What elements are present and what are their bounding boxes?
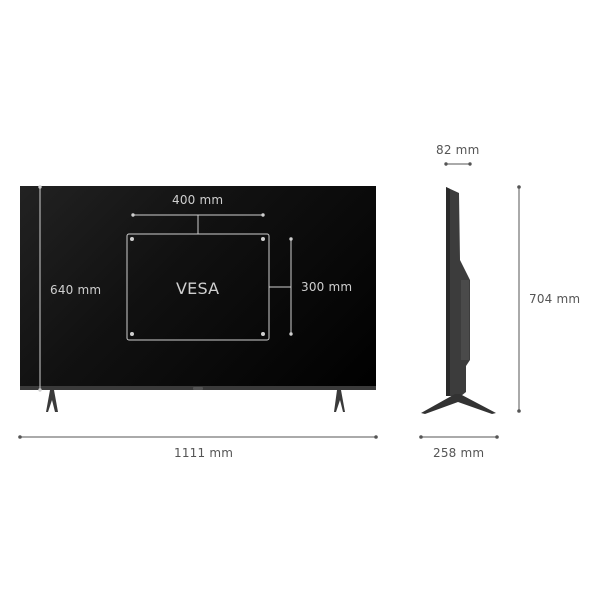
vesa-height-label: 300 mm [301,280,353,294]
front-height-dimension [38,185,42,392]
side-depth-label: 82 mm [436,143,480,157]
side-depth-dimension [444,162,472,166]
vesa-label: VESA [176,279,220,298]
stand-depth-label: 258 mm [433,446,485,460]
tv-side-view [421,187,496,414]
side-height-label: 704 mm [529,292,581,306]
front-legs [46,390,345,412]
stand-depth-dimension [419,435,499,439]
front-height-label: 640 mm [50,283,102,297]
side-height-dimension [517,185,521,413]
vesa-width-dimension [131,213,265,234]
vesa-height-dimension [269,237,293,336]
front-width-label: 1111 mm [174,446,234,460]
vesa-width-label: 400 mm [172,193,224,207]
vesa-holes [130,237,265,336]
front-width-dimension [18,435,378,439]
brand-logo [193,387,203,390]
